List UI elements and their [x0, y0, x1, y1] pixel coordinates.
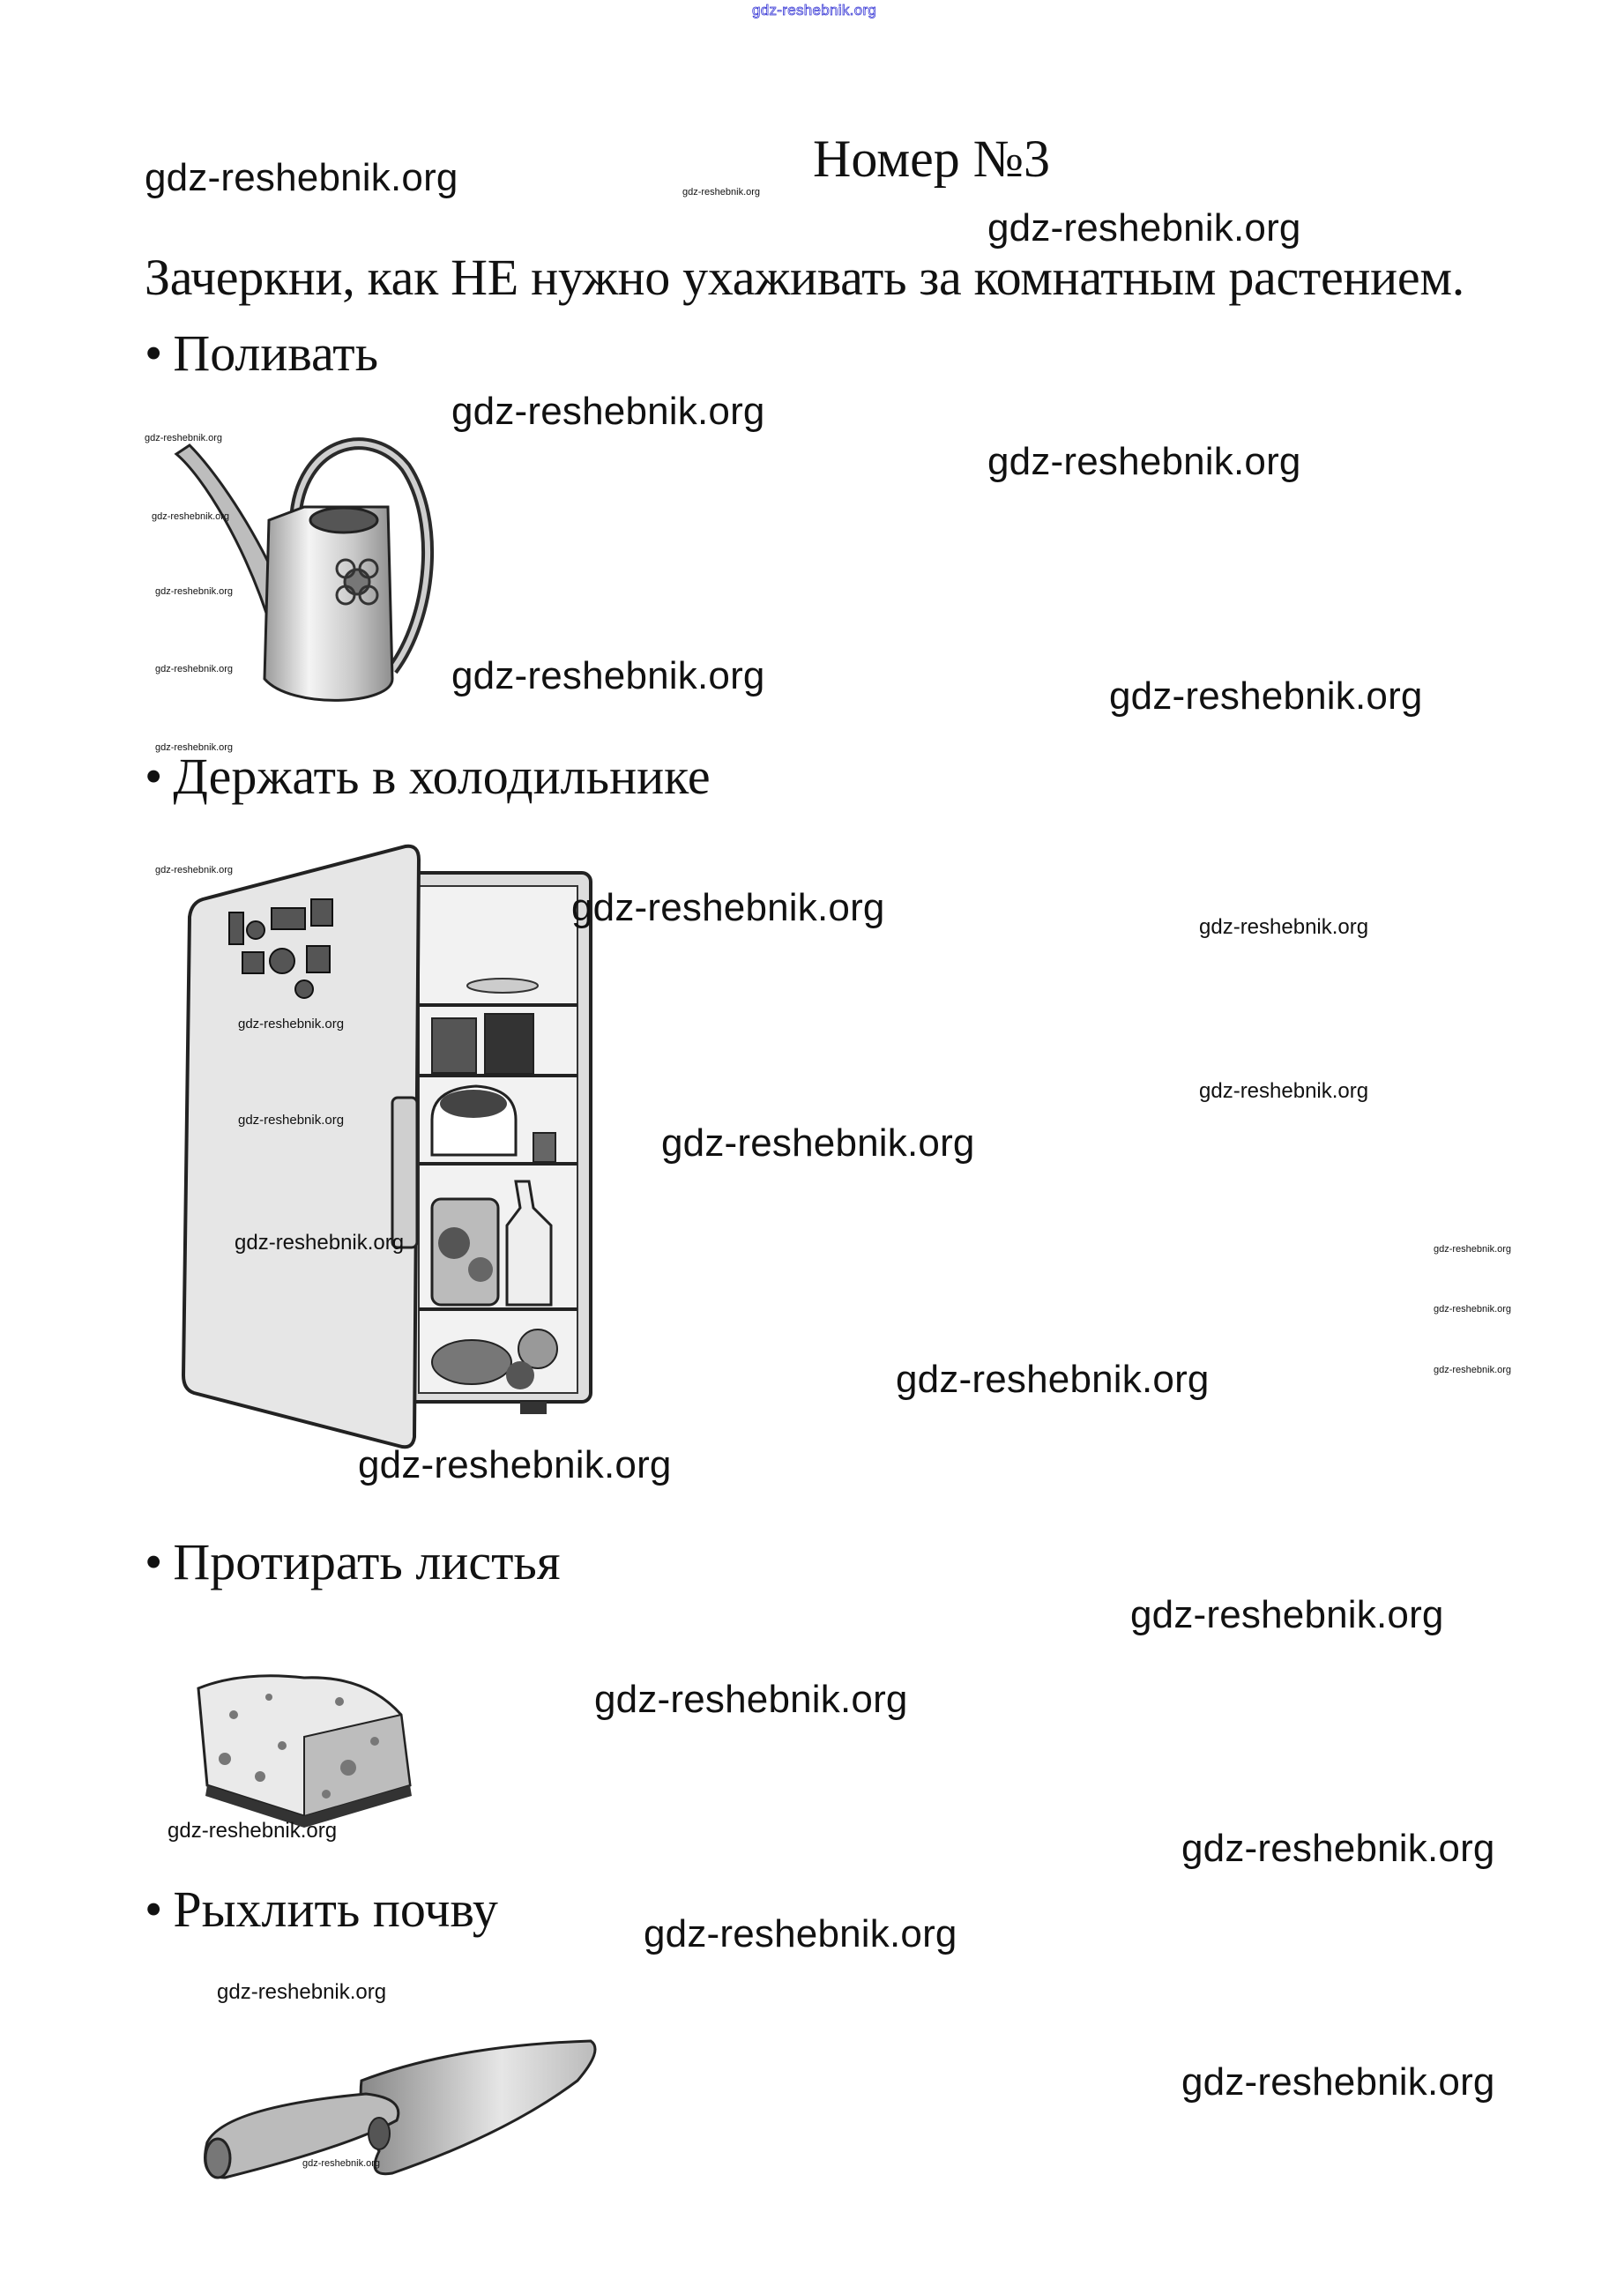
- watermark: gdz-reshebnik.org: [682, 187, 761, 197]
- garden-trowel-illustration: [204, 2039, 597, 2179]
- watermark: gdz-reshebnik.org: [358, 1443, 672, 1486]
- watermark: gdz-reshebnik.org: [155, 742, 234, 753]
- watermark: gdz-reshebnik.org: [594, 1678, 908, 1721]
- watermark: gdz-reshebnik.org: [168, 1819, 338, 1843]
- list-item-fridge: •Держать в холодильнике: [145, 751, 711, 802]
- refrigerator-illustration: [181, 844, 592, 1449]
- item-label: Поливать: [173, 324, 379, 382]
- watermark: gdz-reshebnik.org: [152, 511, 230, 522]
- list-item-watering: •Поливать: [145, 328, 378, 379]
- watermark: gdz-reshebnik.org: [661, 1121, 975, 1165]
- list-item-trowel: •Рыхлить почву: [145, 1884, 498, 1935]
- list-item-sponge: •Протирать листья: [145, 1537, 561, 1588]
- watermark: gdz-reshebnik.org: [644, 1912, 957, 1955]
- bullet: •: [145, 748, 163, 805]
- watermark: gdz-reshebnik.org: [1199, 1079, 1369, 1103]
- watermark: gdz-reshebnik.org: [1434, 1304, 1512, 1315]
- watermark: gdz-reshebnik.org: [1434, 1365, 1512, 1375]
- watering-can-illustration: [174, 437, 435, 702]
- task-instruction: Зачеркни, как НЕ нужно ухаживать за комн…: [145, 249, 1464, 306]
- watermark: gdz-reshebnik.org: [1181, 1827, 1495, 1870]
- watermark: gdz-reshebnik.org: [451, 390, 765, 433]
- watermark: gdz-reshebnik.org: [1130, 1593, 1444, 1636]
- bullet: •: [145, 1533, 163, 1590]
- item-label: Рыхлить почву: [173, 1881, 498, 1938]
- watermark: gdz-reshebnik.org: [1199, 915, 1369, 939]
- watermark: gdz-reshebnik.org: [155, 586, 234, 597]
- watermark: gdz-reshebnik.org: [1181, 2060, 1495, 2104]
- watermark: gdz-reshebnik.org: [1434, 1244, 1512, 1255]
- watermark: gdz-reshebnik.org: [987, 440, 1301, 483]
- watermark: gdz-reshebnik.org: [145, 156, 458, 199]
- watermark: gdz-reshebnik.org: [302, 2158, 381, 2169]
- watermark: gdz-reshebnik.org: [145, 433, 223, 443]
- watermark: gdz-reshebnik.org: [238, 1017, 345, 1032]
- item-label: Держать в холодильнике: [173, 748, 711, 805]
- site-link[interactable]: gdz-reshebnik.org: [752, 2, 877, 19]
- watermark: gdz-reshebnik.org: [155, 664, 234, 674]
- watermark: gdz-reshebnik.org: [896, 1358, 1210, 1401]
- watermark: gdz-reshebnik.org: [451, 654, 765, 697]
- watermark: gdz-reshebnik.org: [987, 206, 1301, 250]
- bullet: •: [145, 324, 163, 382]
- bullet: •: [145, 1881, 163, 1938]
- item-label: Протирать листья: [173, 1533, 561, 1590]
- sponge-illustration: [197, 1674, 412, 1828]
- watermark: gdz-reshebnik.org: [217, 1980, 387, 2004]
- watermark: gdz-reshebnik.org: [571, 886, 885, 929]
- watermark: gdz-reshebnik.org: [1109, 674, 1423, 718]
- page-title: Номер №3: [813, 130, 1051, 188]
- watermark: gdz-reshebnik.org: [155, 865, 234, 875]
- watermark: gdz-reshebnik.org: [238, 1113, 345, 1128]
- watermark: gdz-reshebnik.org: [235, 1231, 405, 1255]
